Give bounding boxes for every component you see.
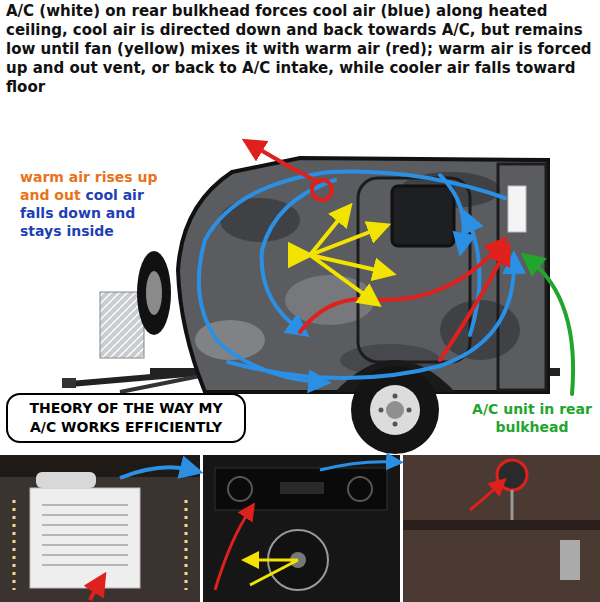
trailer-body bbox=[178, 158, 548, 392]
photo-vent-fan bbox=[403, 455, 600, 602]
box-text: THEORY OF THE WAY MY A/C WORKS EFFICIENT… bbox=[18, 399, 234, 437]
photo-ac-unit bbox=[0, 455, 200, 602]
cool-air-arrows bbox=[199, 172, 514, 382]
warm-air-arrows bbox=[252, 145, 505, 360]
note-block: A/C unit in rear bulkhead bbox=[468, 400, 596, 436]
photo-fan bbox=[203, 455, 400, 602]
ac-pointer-arrow bbox=[530, 260, 573, 394]
description-text: A/C (white) on rear bulkhead forces cool… bbox=[6, 2, 594, 97]
fan-arrows bbox=[290, 212, 385, 300]
spare-tire-and-box bbox=[100, 251, 171, 358]
ac-unit-label: A/C unit in rear bulkhead bbox=[472, 401, 592, 435]
note-block: warm air rises up and out cool air falls… bbox=[20, 168, 170, 240]
title-box: THEORY OF THE WAY MY A/C WORKS EFFICIENT… bbox=[6, 393, 246, 443]
